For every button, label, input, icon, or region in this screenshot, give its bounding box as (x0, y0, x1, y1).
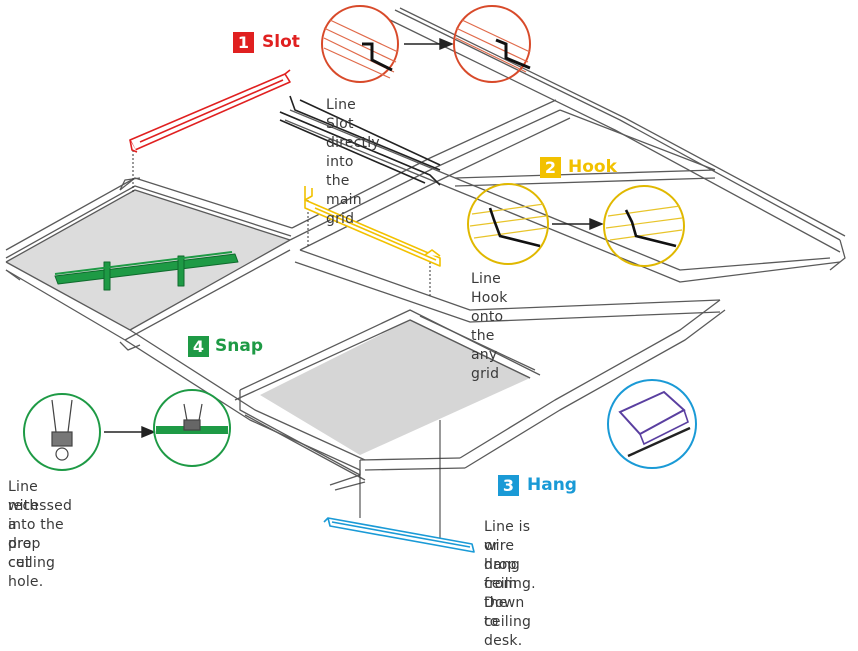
lower-grid-panel (260, 320, 530, 455)
hang-wires (359, 420, 441, 545)
step-hang-number: 3 (498, 475, 519, 496)
hang-detail (607, 379, 697, 469)
step-hook-label: Hook (568, 157, 617, 177)
step-snap-label: Snap (215, 336, 263, 356)
slot-detail-arrow (404, 37, 454, 51)
slot-detail-before (321, 5, 399, 83)
step-snap-caption-line1: Line recessed into the drop ceiling (8, 479, 73, 571)
slot-runner (279, 95, 441, 186)
left-grid-panel (6, 190, 290, 330)
snap-detail-arrow (104, 425, 156, 439)
step-slot-number: 1 (233, 32, 254, 53)
step-snap-number: 4 (188, 336, 209, 357)
hook-detail-before (467, 183, 549, 265)
step-snap-caption-line2: with a pre cut hole. (8, 498, 44, 590)
ceiling-grid (5, 7, 846, 491)
snap-fixture (54, 251, 239, 291)
step-hang-label: Hang (527, 475, 577, 495)
hang-fixture (323, 517, 475, 553)
step-hook-caption: Line Hook onto the any grid (471, 271, 508, 382)
step-slot-caption: Line Slot directly into the main grid (326, 97, 380, 227)
snap-detail-after (153, 389, 231, 467)
hook-fixture (304, 186, 441, 267)
step-hook-number: 2 (540, 157, 561, 178)
slot-detail-after (453, 5, 531, 83)
snap-detail-before (23, 393, 101, 471)
ceiling-grid-diagram (5, 5, 846, 553)
step-slot-label: Slot (262, 32, 300, 52)
slot-fixture (129, 69, 291, 153)
hook-detail-after (603, 185, 685, 267)
step-hang-caption-line2: or drop ceiling. Down to desk. (484, 538, 536, 649)
hook-detail-arrow (552, 217, 604, 231)
